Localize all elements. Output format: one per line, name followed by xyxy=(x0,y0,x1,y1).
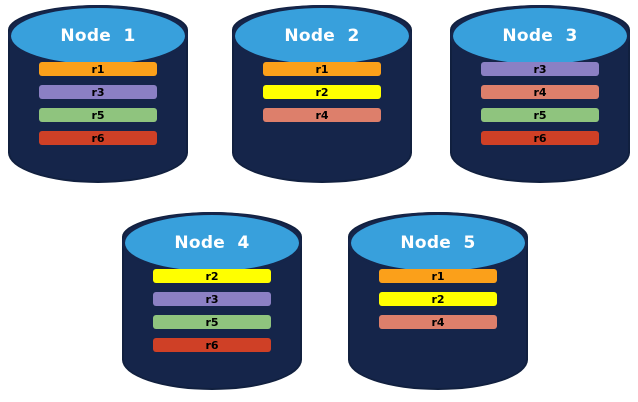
record-bar[interactable]: r4 xyxy=(481,85,599,99)
record-bar[interactable]: r5 xyxy=(481,108,599,122)
cylinder-top-ellipse xyxy=(450,5,630,67)
record-bar[interactable]: r5 xyxy=(39,108,157,122)
record-bar[interactable]: r6 xyxy=(481,131,599,145)
record-bar[interactable]: r3 xyxy=(481,62,599,76)
record-list: r1 r2 r4 xyxy=(348,269,528,329)
record-list: r1 r2 r4 xyxy=(232,62,412,122)
cylinder-top-ellipse xyxy=(232,5,412,67)
record-bar[interactable]: r2 xyxy=(379,292,497,306)
record-bar[interactable]: r2 xyxy=(263,85,381,99)
cylinder-top-ellipse xyxy=(348,212,528,274)
record-bar[interactable]: r4 xyxy=(263,108,381,122)
cylinder-top-ellipse xyxy=(122,212,302,274)
record-list: r1 r3 r5 r6 xyxy=(8,62,188,145)
record-bar[interactable]: r6 xyxy=(39,131,157,145)
record-bar[interactable]: r1 xyxy=(39,62,157,76)
record-bar[interactable]: r2 xyxy=(153,269,271,283)
record-bar[interactable]: r6 xyxy=(153,338,271,352)
record-bar[interactable]: r4 xyxy=(379,315,497,329)
record-bar[interactable]: r3 xyxy=(39,85,157,99)
record-bar[interactable]: r1 xyxy=(263,62,381,76)
cylinder-top-ellipse xyxy=(8,5,188,67)
record-bar[interactable]: r5 xyxy=(153,315,271,329)
record-bar[interactable]: r3 xyxy=(153,292,271,306)
record-list: r3 r4 r5 r6 xyxy=(450,62,630,145)
record-list: r2 r3 r5 r6 xyxy=(122,269,302,352)
record-bar[interactable]: r1 xyxy=(379,269,497,283)
